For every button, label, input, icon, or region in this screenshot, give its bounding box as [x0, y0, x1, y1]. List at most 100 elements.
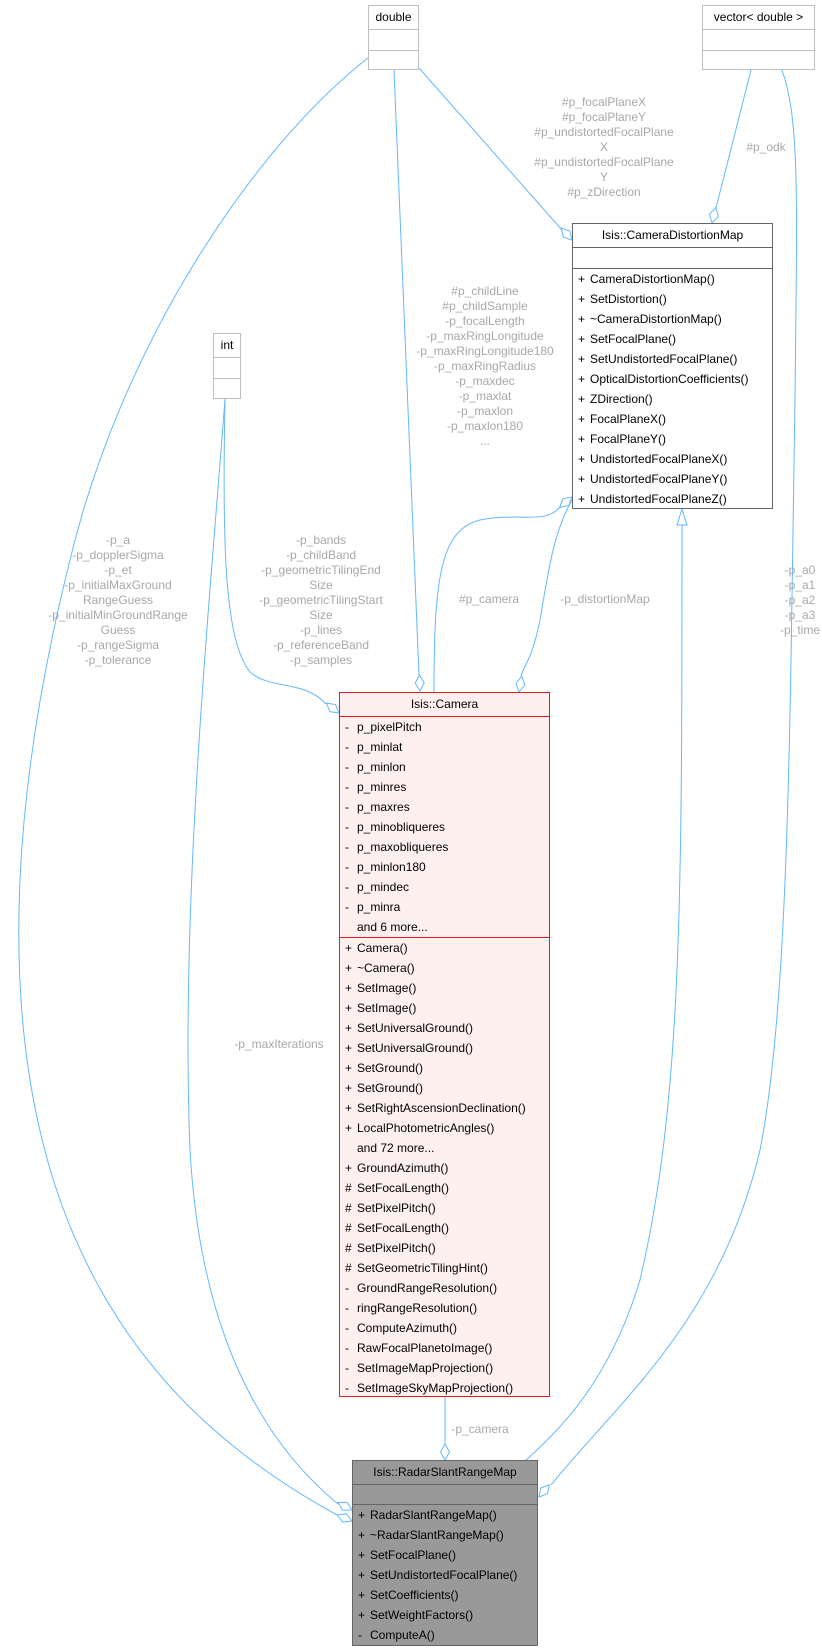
- aggregation-diamond-icon: [336, 1501, 353, 1511]
- member-name: SetUndistortedFocalPlane(): [370, 1568, 518, 1582]
- member-row[interactable]: +SetFocalPlane(): [573, 329, 772, 349]
- member-row[interactable]: -ComputeAzimuth(): [340, 1318, 549, 1338]
- class-node-vector-double[interactable]: vector< double >: [702, 5, 815, 70]
- edge-label-line: Size: [309, 608, 333, 622]
- edge-label-vector-cdm: #p_odk: [746, 140, 785, 155]
- member-row[interactable]: and 72 more...: [340, 1138, 549, 1158]
- edge-label-line: -p_maxlat: [458, 389, 512, 403]
- member-row[interactable]: +Camera(): [340, 938, 549, 958]
- aggregation-diamond-icon: [325, 702, 340, 714]
- edge-label-line: -p_tolerance: [84, 653, 152, 667]
- member-row[interactable]: +UndistortedFocalPlaneZ(): [573, 489, 772, 509]
- member-row[interactable]: +SetUndistortedFocalPlane(): [573, 349, 772, 369]
- attributes-section: -p_pixelPitch-p_minlat-p_minlon-p_minres…: [340, 717, 549, 938]
- visibility-marker: +: [578, 392, 586, 406]
- member-row[interactable]: +~CameraDistortionMap(): [573, 309, 772, 329]
- member-row[interactable]: +RadarSlantRangeMap(): [353, 1505, 537, 1525]
- visibility-marker: #: [345, 1221, 352, 1235]
- edge-label-line: X: [599, 140, 608, 154]
- member-row[interactable]: +FocalPlaneX(): [573, 409, 772, 429]
- edge-label-line: -p_a3: [784, 608, 816, 622]
- member-row[interactable]: -p_minlat: [340, 737, 549, 757]
- edge-label-double-camera: #p_childLine#p_childSample-p_focalLength…: [416, 284, 553, 449]
- attributes-section: [369, 30, 418, 51]
- edge-label-double-radar: -p_a-p_dopplerSigma-p_et-p_initialMaxGro…: [48, 533, 187, 668]
- member-row[interactable]: #SetFocalLength(): [340, 1218, 549, 1238]
- edge-label-line: #p_odk: [746, 140, 786, 154]
- member-name: ~CameraDistortionMap(): [590, 312, 722, 326]
- edge-label-line: -p_dopplerSigma: [72, 548, 164, 562]
- member-row[interactable]: -p_pixelPitch: [340, 717, 549, 737]
- class-node-int[interactable]: int: [213, 333, 241, 399]
- member-row[interactable]: +CameraDistortionMap(): [573, 269, 772, 289]
- member-name: SetImage(): [357, 1001, 417, 1015]
- member-row[interactable]: +SetGround(): [340, 1078, 549, 1098]
- visibility-marker: -: [345, 1361, 349, 1375]
- member-row[interactable]: #SetGeometricTilingHint(): [340, 1258, 549, 1278]
- member-row[interactable]: +~Camera(): [340, 958, 549, 978]
- member-row[interactable]: +SetUniversalGround(): [340, 1038, 549, 1058]
- edge-double-camera: [393, 69, 420, 676]
- member-name: and 72 more...: [357, 1141, 435, 1155]
- class-node-camera-distortion-map[interactable]: Isis::CameraDistortionMap +CameraDistort…: [572, 223, 773, 509]
- member-row[interactable]: +OpticalDistortionCoefficients(): [573, 369, 772, 389]
- member-row[interactable]: #SetPixelPitch(): [340, 1198, 549, 1218]
- member-row[interactable]: -p_minlon180: [340, 857, 549, 877]
- class-node-radar-slant-range-map[interactable]: Isis::RadarSlantRangeMap +RadarSlantRang…: [352, 1460, 538, 1646]
- member-row[interactable]: +SetImage(): [340, 998, 549, 1018]
- member-row[interactable]: -RawFocalPlanetoImage(): [340, 1338, 549, 1358]
- member-row[interactable]: +SetWeightFactors(): [353, 1605, 537, 1625]
- member-row[interactable]: +SetFocalPlane(): [353, 1545, 537, 1565]
- methods-section: +Camera()+~Camera()+SetImage()+SetImage(…: [340, 938, 549, 1398]
- member-row[interactable]: +SetUndistortedFocalPlane(): [353, 1565, 537, 1585]
- member-row[interactable]: -ComputeA(): [353, 1625, 537, 1645]
- member-row[interactable]: +SetRightAscensionDeclination(): [340, 1098, 549, 1118]
- attributes-section: [353, 1485, 537, 1505]
- member-row[interactable]: -GroundRangeResolution(): [340, 1278, 549, 1298]
- member-row[interactable]: + GroundAzimuth(): [340, 1158, 549, 1178]
- member-row[interactable]: +UndistortedFocalPlaneX(): [573, 449, 772, 469]
- member-row[interactable]: -SetImageMapProjection(): [340, 1358, 549, 1378]
- visibility-marker: +: [358, 1608, 366, 1622]
- member-row[interactable]: +SetGround(): [340, 1058, 549, 1078]
- edge-label-line: -p_distortionMap: [560, 592, 650, 606]
- member-row[interactable]: #SetFocalLength(): [340, 1178, 549, 1198]
- member-row[interactable]: -p_minres: [340, 777, 549, 797]
- member-name: SetUniversalGround(): [357, 1041, 474, 1055]
- member-name: SetGeometricTilingHint(): [357, 1261, 488, 1275]
- member-row[interactable]: -p_minobliqueres: [340, 817, 549, 837]
- member-name: GroundAzimuth(): [357, 1161, 449, 1175]
- visibility-marker: #: [345, 1181, 352, 1195]
- member-row[interactable]: -p_mindec: [340, 877, 549, 897]
- member-row[interactable]: -ringRangeResolution(): [340, 1298, 549, 1318]
- member-name: SetPixelPitch(): [357, 1241, 436, 1255]
- attributes-section: [703, 30, 814, 51]
- visibility-marker: +: [578, 332, 586, 346]
- class-node-camera[interactable]: Isis::Camera -p_pixelPitch-p_minlat-p_mi…: [339, 692, 550, 1397]
- member-row[interactable]: and 6 more...: [340, 917, 549, 937]
- member-row[interactable]: +FocalPlaneY(): [573, 429, 772, 449]
- member-name: SetPixelPitch(): [357, 1201, 436, 1215]
- visibility-marker: -: [345, 900, 349, 914]
- member-row[interactable]: -p_maxobliqueres: [340, 837, 549, 857]
- member-row[interactable]: #SetPixelPitch(): [340, 1238, 549, 1258]
- member-row[interactable]: +SetUniversalGround(): [340, 1018, 549, 1038]
- member-row[interactable]: +SetDistortion(): [573, 289, 772, 309]
- member-name: ringRangeResolution(): [357, 1301, 478, 1315]
- member-row[interactable]: +UndistortedFocalPlaneY(): [573, 469, 772, 489]
- member-name: FocalPlaneY(): [590, 432, 667, 446]
- member-row[interactable]: -p_minra: [340, 897, 549, 917]
- edge-label-line: -p_geometricTilingEnd: [261, 563, 381, 577]
- member-row[interactable]: -p_maxres: [340, 797, 549, 817]
- member-row[interactable]: +SetCoefficients(): [353, 1585, 537, 1605]
- edge-vector-radar: [550, 69, 798, 1486]
- member-row[interactable]: +LocalPhotometricAngles(): [340, 1118, 549, 1138]
- edge-label-line: -p_time: [779, 623, 821, 637]
- member-row[interactable]: -SetImageSkyMapProjection(): [340, 1378, 549, 1398]
- class-node-double[interactable]: double: [368, 5, 419, 70]
- member-row[interactable]: +~RadarSlantRangeMap(): [353, 1525, 537, 1545]
- member-row[interactable]: -p_minlon: [340, 757, 549, 777]
- member-row[interactable]: +ZDirection(): [573, 389, 772, 409]
- visibility-marker: +: [345, 1161, 353, 1175]
- member-row[interactable]: +SetImage(): [340, 978, 549, 998]
